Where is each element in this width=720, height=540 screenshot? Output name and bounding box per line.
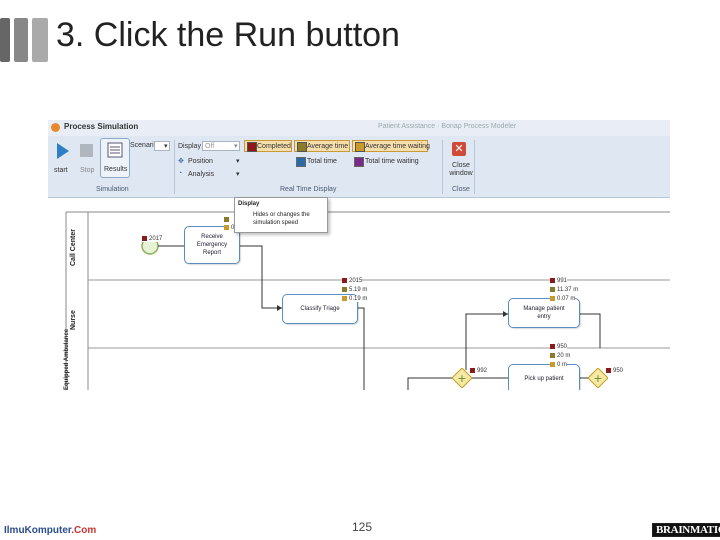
group-realtime-label: Real Time Display: [280, 186, 337, 193]
lane-label-call-center: Call Center: [70, 229, 77, 266]
brand-logo: BRAINMATICS: [652, 523, 720, 537]
title-decoration-bar: [14, 18, 28, 62]
svg-text:+: +: [593, 372, 602, 385]
position-button[interactable]: ✥ Position ▾: [176, 156, 246, 168]
display-tooltip: Display Hides or changes the simulation …: [234, 197, 328, 233]
tooltip-title: Display: [238, 201, 260, 207]
analysis-icon: ◔: [178, 170, 183, 177]
svg-text:+: +: [457, 372, 466, 385]
ribbon-toolbar: start Stop Results Scenari ▾ Simulation …: [48, 136, 670, 198]
stat-pickup-completed: 950: [550, 344, 568, 351]
scenario-dropdown[interactable]: [154, 141, 170, 151]
process-diagram: Call Center Nurse Equipped Ambulance Rec…: [48, 198, 670, 390]
stat-gateway-left: 992: [470, 368, 488, 375]
average-time-toggle[interactable]: Average time: [294, 140, 350, 152]
chevron-down-icon: ▾: [236, 158, 240, 165]
task-manage-patient-entry[interactable]: Manage patient entry: [508, 298, 580, 328]
app-screenshot: Process Simulation Patient Assistance · …: [48, 120, 670, 390]
diagram-lines: [65, 211, 670, 390]
total-time-swatch: [296, 157, 306, 167]
close-window-label: Close window: [449, 162, 473, 177]
completed-label: Completed: [257, 143, 291, 150]
stat-classify-waiting: 0.19 m: [342, 296, 368, 303]
start-button[interactable]: start: [51, 140, 75, 176]
stat-classify-completed: 2015: [342, 278, 363, 285]
title-decoration-bar: [0, 18, 10, 62]
position-label: Position: [188, 158, 213, 165]
results-button[interactable]: Results: [100, 138, 130, 178]
window-titlebar: Process Simulation Patient Assistance · …: [48, 120, 670, 137]
stat-receive-completed: 2017: [142, 236, 163, 243]
task-pick-up-patient[interactable]: Pick up patient: [508, 364, 580, 390]
start-label: start: [54, 167, 68, 174]
task-receive-report[interactable]: Receive Emergency Report: [184, 226, 240, 264]
completed-swatch: [247, 142, 257, 152]
average-time-label: Average time: [307, 143, 349, 150]
stat-manage-completed: 991: [550, 278, 568, 285]
scenario-label: Scenari: [130, 142, 154, 149]
average-time-waiting-swatch: [355, 142, 365, 152]
app-logo-icon: [51, 123, 60, 132]
stat-pickup-waiting: 0 m: [550, 362, 568, 369]
lane-label-nurse: Nurse: [70, 310, 77, 330]
analysis-button[interactable]: ◔ Analysis ▾: [176, 169, 246, 181]
window-faded-title: Patient Assistance · Bonap Process Model…: [378, 123, 517, 130]
stat-gateway-right: 950: [606, 368, 624, 375]
chevron-down-icon: ▾: [236, 171, 240, 178]
total-time-toggle[interactable]: Total time: [294, 156, 350, 168]
ribbon-separator: [174, 140, 175, 194]
footer-logo: IlmuKomputer.Com: [4, 525, 97, 536]
lane-label-ambulance: Equipped Ambulance: [64, 328, 70, 390]
stat-receive-average: [224, 217, 231, 224]
total-time-waiting-swatch: [354, 157, 364, 167]
play-icon: [57, 143, 69, 159]
group-close-label: Close: [452, 186, 470, 193]
total-time-label: Total time: [307, 158, 337, 165]
average-time-waiting-toggle[interactable]: Average time waiting: [352, 140, 430, 152]
tooltip-text: Hides or changes the simulation speed: [253, 212, 310, 226]
page-number: 125: [352, 520, 373, 534]
stat-pickup-average: 20 m: [550, 353, 571, 360]
results-label: Results: [104, 166, 128, 173]
chevron-down-icon: ▾: [234, 143, 238, 150]
position-icon: ✥: [178, 158, 184, 165]
close-window-button[interactable]: ✕ Close window: [446, 140, 473, 180]
gateway-icon: +: [588, 368, 608, 388]
gateway-icon: +: [452, 368, 472, 388]
slide-title: 3. Click the Run button: [56, 16, 400, 54]
results-icon: [107, 142, 123, 158]
chevron-down-icon: ▾: [164, 143, 168, 150]
average-time-waiting-label: Average time waiting: [365, 143, 430, 150]
title-decoration-bar: [32, 18, 48, 62]
window-title: Process Simulation: [64, 122, 139, 131]
display-label: Display: [178, 143, 201, 150]
group-simulation-label: Simulation: [96, 186, 129, 193]
stat-manage-waiting: 0.07 m: [550, 296, 576, 303]
stop-icon: [80, 144, 93, 157]
close-icon: ✕: [452, 142, 466, 156]
stat-classify-average: 5.19 m: [342, 287, 368, 294]
stat-manage-average: 11.37 m: [550, 287, 579, 294]
ribbon-separator: [474, 140, 475, 194]
display-dropdown[interactable]: Off: [202, 141, 240, 151]
stop-label: Stop: [80, 167, 95, 174]
total-time-waiting-label: Total time waiting: [365, 158, 419, 165]
analysis-label: Analysis: [188, 171, 215, 178]
stop-button[interactable]: Stop: [76, 140, 98, 176]
completed-toggle[interactable]: Completed: [244, 140, 292, 152]
average-time-swatch: [297, 142, 307, 152]
ribbon-separator: [442, 140, 443, 194]
total-time-waiting-toggle[interactable]: Total time waiting: [352, 156, 428, 168]
